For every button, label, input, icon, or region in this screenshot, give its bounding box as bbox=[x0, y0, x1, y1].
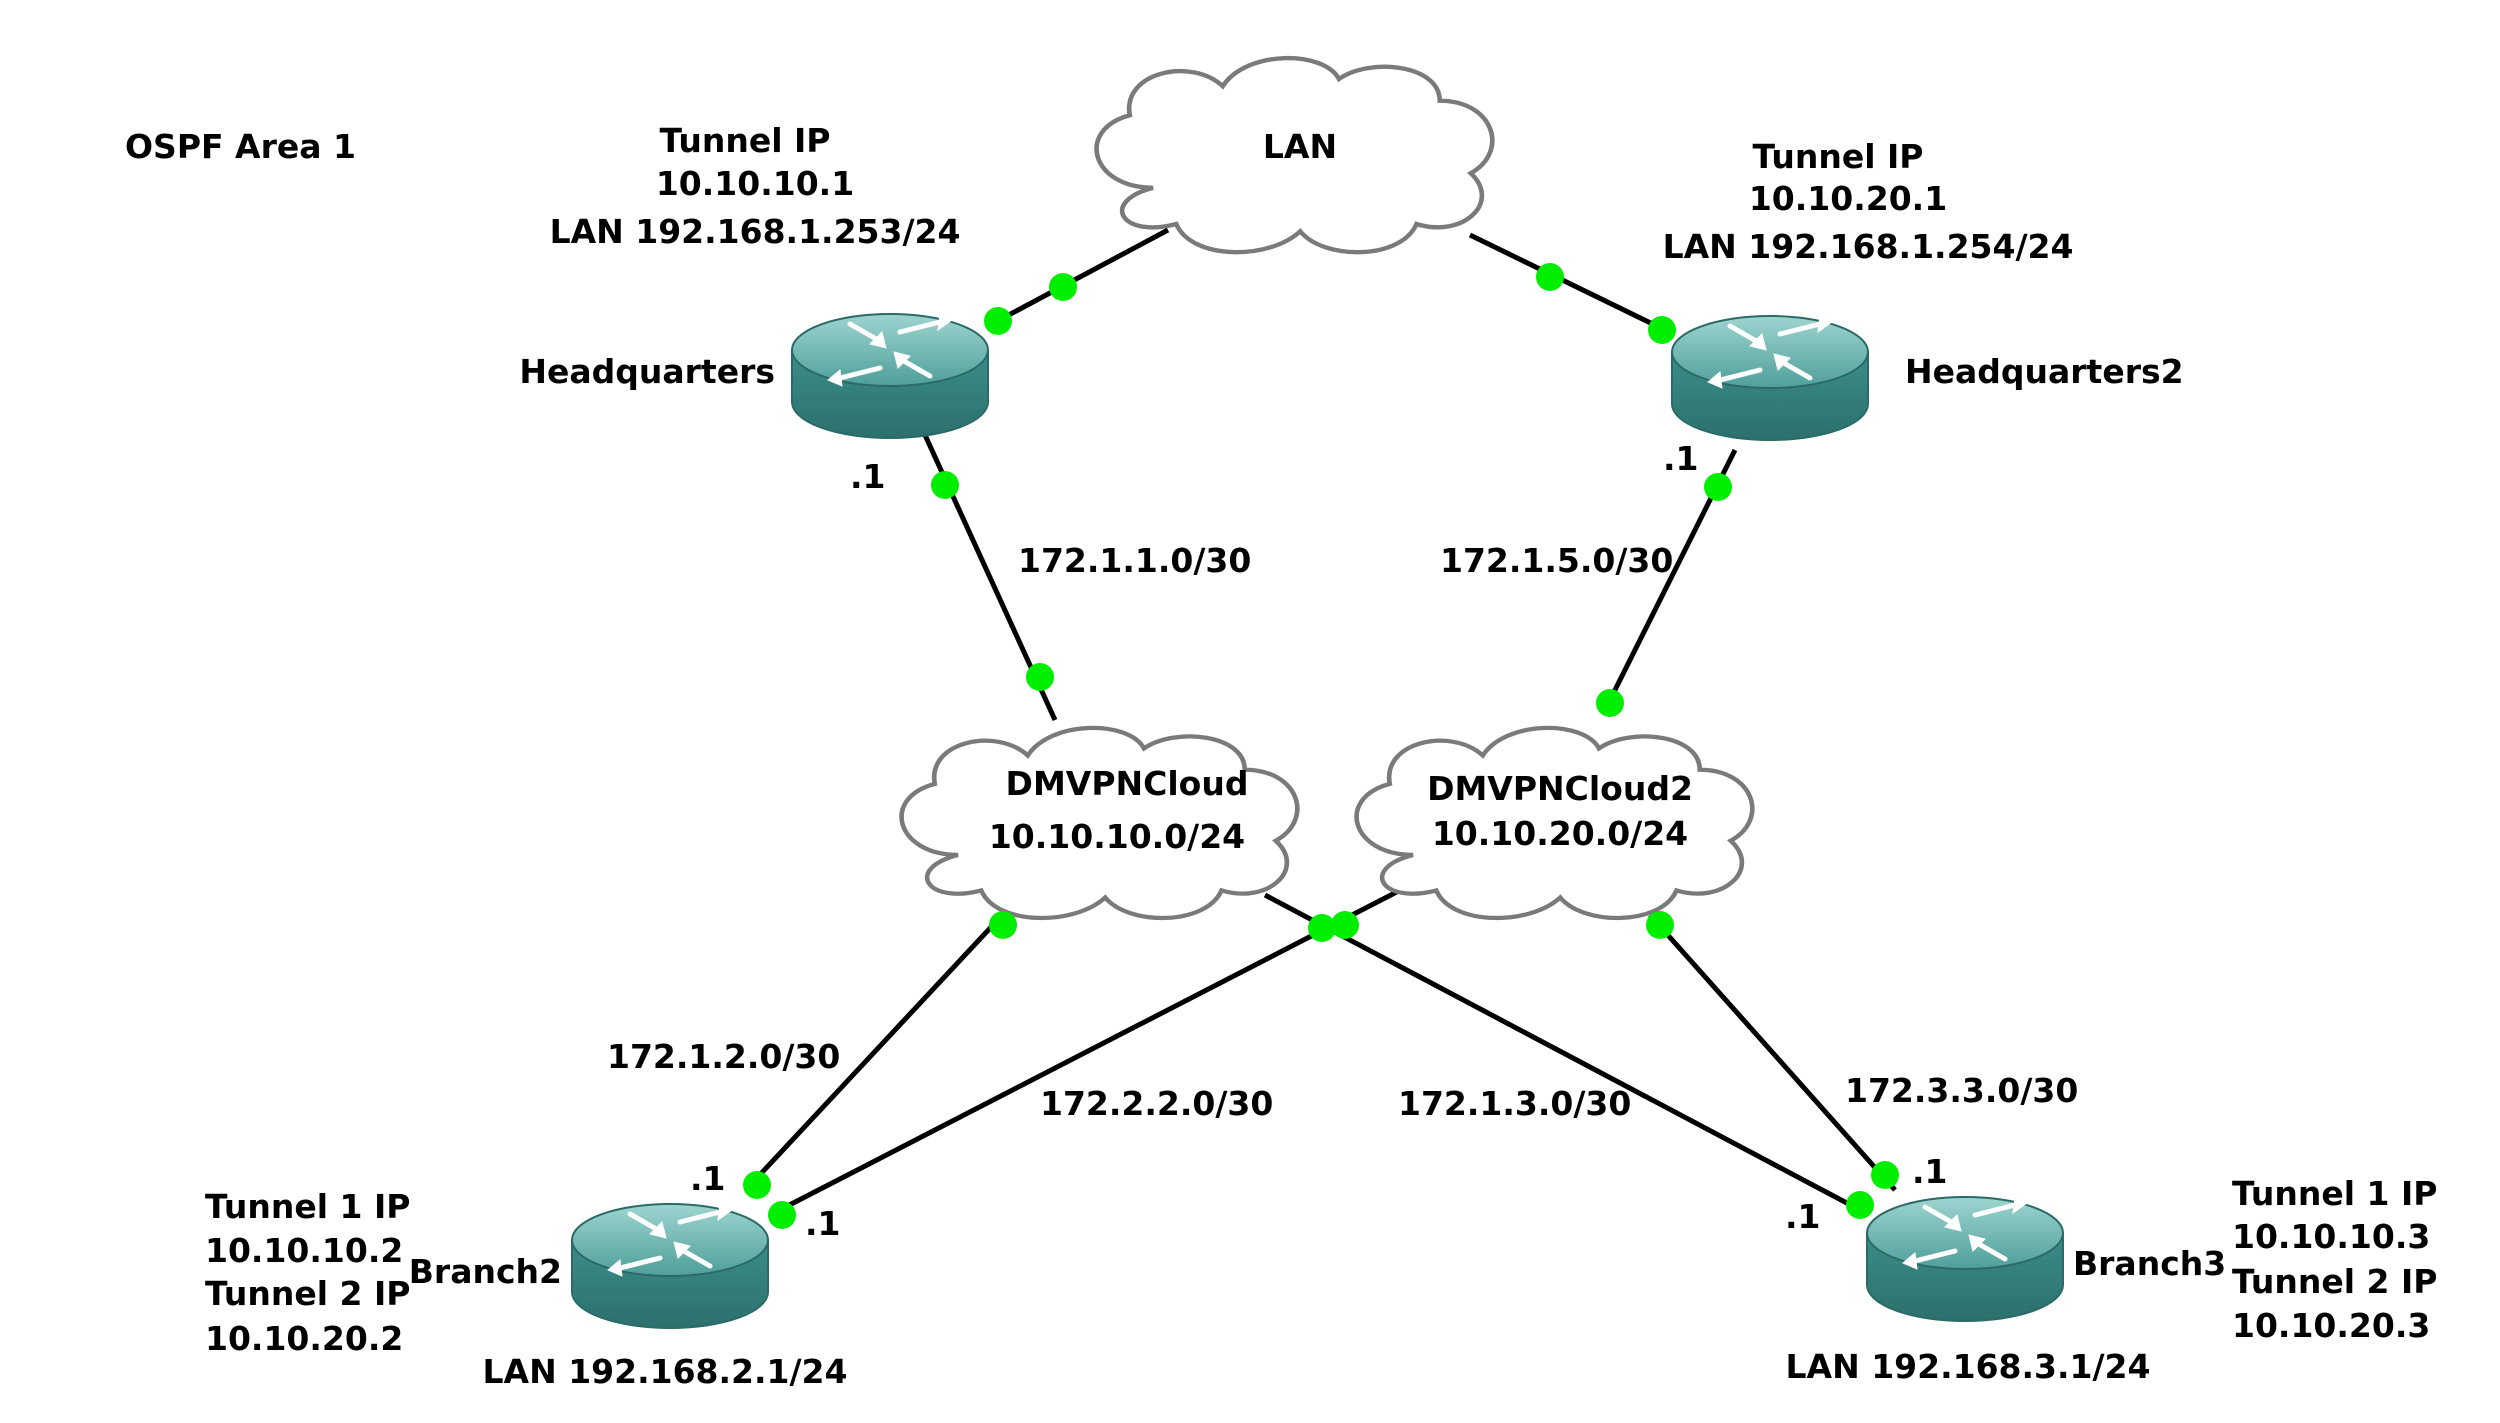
area-label: OSPF Area 1 bbox=[125, 127, 356, 166]
link-dmvpn1-branch3 bbox=[1263, 892, 1862, 1213]
port-dot bbox=[989, 911, 1017, 939]
link-label-dmvpn1-branch3: 172.1.3.0/30 bbox=[1398, 1084, 1631, 1123]
hq2-info-line-1: Tunnel IP bbox=[1752, 137, 1923, 176]
port-dot bbox=[1596, 689, 1624, 717]
dmvpn-cloud-2-subnet: 10.10.20.0/24 bbox=[1432, 814, 1688, 853]
dmvpn-cloud-2: DMVPNCloud2 10.10.20.0/24 bbox=[1357, 728, 1753, 918]
branch3-lan: LAN 192.168.3.1/24 bbox=[1786, 1347, 2151, 1386]
link-lan-hq2 bbox=[1468, 232, 1667, 333]
lan-cloud: LAN bbox=[1097, 58, 1493, 252]
branch3-info-line-4: 10.10.20.3 bbox=[2232, 1306, 2430, 1345]
link-label-dmvpn2-branch2: 172.2.2.0/30 bbox=[1040, 1084, 1273, 1123]
link-label-hq-dmvpn1: 172.1.1.0/30 bbox=[1018, 541, 1251, 580]
branch3-name: Branch3 bbox=[2073, 1244, 2226, 1283]
dmvpn-cloud-1-subnet: 10.10.10.0/24 bbox=[989, 817, 1245, 856]
branch2-info-line-3: Tunnel 2 IP bbox=[205, 1274, 410, 1313]
port-dot bbox=[768, 1201, 796, 1229]
hq-info-line-2: 10.10.10.1 bbox=[656, 164, 854, 203]
hq-info-line-1: Tunnel IP bbox=[659, 121, 830, 160]
port-dot bbox=[1026, 663, 1054, 691]
hq2-name: Headquarters2 bbox=[1905, 352, 2184, 391]
dmvpn-cloud-1: DMVPNCloud 10.10.10.0/24 bbox=[902, 728, 1298, 918]
hq-name: Headquarters bbox=[519, 352, 775, 391]
port-dot bbox=[1648, 316, 1676, 344]
link-label-hq2-dmvpn2: 172.1.5.0/30 bbox=[1440, 541, 1673, 580]
port-dots bbox=[743, 263, 1899, 1229]
link-dmvpn2-branch3 bbox=[1648, 913, 1897, 1192]
link-label-dmvpn1-branch2: 172.1.2.0/30 bbox=[607, 1037, 840, 1076]
branch3-info-line-1: Tunnel 1 IP bbox=[2232, 1174, 2437, 1213]
link-label-dmvpn2-branch3: 172.3.3.0/30 bbox=[1845, 1071, 2078, 1110]
branch2-info-line-2: 10.10.10.2 bbox=[205, 1231, 403, 1270]
port-dot bbox=[1308, 914, 1336, 942]
branch2-port-label-2: .1 bbox=[805, 1204, 841, 1243]
branch3-info-line-3: Tunnel 2 IP bbox=[2232, 1262, 2437, 1301]
port-dot bbox=[1646, 911, 1674, 939]
port-dot bbox=[1536, 263, 1564, 291]
branch2-name: Branch2 bbox=[409, 1252, 562, 1291]
port-dot bbox=[1331, 911, 1359, 939]
port-dot bbox=[984, 307, 1012, 335]
hq2-port-label: .1 bbox=[1663, 439, 1699, 478]
port-dot bbox=[743, 1171, 771, 1199]
hq-info-line-3: LAN 192.168.1.253/24 bbox=[550, 212, 961, 251]
link-lan-hq bbox=[988, 227, 1170, 328]
port-dot bbox=[1704, 473, 1732, 501]
headquarters2-router-icon[interactable] bbox=[1672, 316, 1868, 440]
port-dot bbox=[1049, 273, 1077, 301]
branch2-router-icon[interactable] bbox=[572, 1204, 768, 1328]
branch2-info-line-4: 10.10.20.2 bbox=[205, 1319, 403, 1358]
branch3-router-icon[interactable] bbox=[1867, 1197, 2063, 1321]
hq-port-label: .1 bbox=[850, 457, 886, 496]
hq2-info-line-2: 10.10.20.1 bbox=[1749, 179, 1947, 218]
port-dot bbox=[1846, 1191, 1874, 1219]
branch3-info-line-2: 10.10.10.3 bbox=[2232, 1217, 2430, 1256]
lan-cloud-label: LAN bbox=[1263, 127, 1337, 166]
branch3-port-label-1: .1 bbox=[1912, 1152, 1948, 1191]
branch3-port-label-2: .1 bbox=[1785, 1197, 1821, 1236]
port-dot bbox=[1871, 1161, 1899, 1189]
headquarters-router-icon[interactable] bbox=[792, 314, 988, 438]
dmvpn-cloud-2-label: DMVPNCloud2 bbox=[1427, 769, 1693, 808]
branch2-lan: LAN 192.168.2.1/24 bbox=[483, 1352, 848, 1391]
hq2-info-line-3: LAN 192.168.1.254/24 bbox=[1663, 227, 2074, 266]
link-dmvpn1-branch2 bbox=[753, 878, 1037, 1182]
branch2-info-line-1: Tunnel 1 IP bbox=[205, 1187, 410, 1226]
dmvpn-cloud-1-label: DMVPNCloud bbox=[1006, 764, 1249, 803]
branch2-port-label-1: .1 bbox=[690, 1159, 726, 1198]
port-dot bbox=[931, 471, 959, 499]
